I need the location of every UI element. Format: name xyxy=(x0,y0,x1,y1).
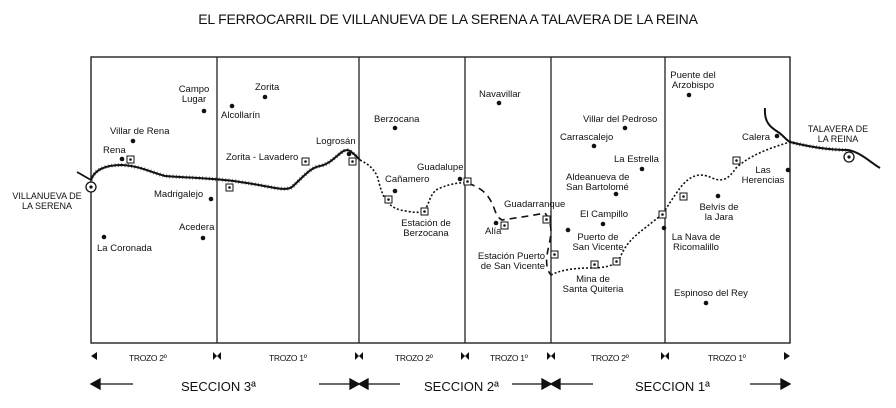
seccion-2-label: SECCION 2ª xyxy=(424,379,499,394)
label-madrigalejo: Madrigalejo xyxy=(154,189,204,200)
label-acedera: Acedera xyxy=(179,222,215,233)
label-villanueva: VILLANUEVA DE LA SERENA xyxy=(12,191,82,211)
label-alia: Alía xyxy=(485,226,502,237)
seccion-3-label: SECCION 3ª xyxy=(181,379,256,394)
label-espinoso-del-rey: Espinoso del Rey xyxy=(674,288,748,299)
label-zorita: Zorita xyxy=(255,82,280,93)
label-zorita-lavadero: Zorita - Lavadero xyxy=(226,152,299,163)
label-rena: Rena xyxy=(103,145,126,156)
label-la-coronada: La Coronada xyxy=(97,243,152,254)
map-frame xyxy=(90,56,791,344)
trozo-label: TROZO 2º xyxy=(591,353,629,363)
trozo-markers xyxy=(91,352,790,360)
seccion-arrows xyxy=(89,377,792,391)
label-canamero: Cañamero xyxy=(385,174,430,185)
label-alcollarin: Alcollarín xyxy=(221,110,261,121)
label-villar-del-pedroso: Villar del Pedroso xyxy=(583,114,658,125)
label-villar-de-rena: Villar de Rena xyxy=(110,126,170,137)
trozo-label: TROZO 1º xyxy=(708,353,746,363)
planned-line xyxy=(359,159,469,214)
trozo-label: TROZO 2º xyxy=(129,353,167,363)
section-dividers xyxy=(216,57,666,343)
terminus-talavera-icon xyxy=(843,151,855,163)
map-title: EL FERROCARRIL DE VILLANUEVA DE LA SEREN… xyxy=(198,11,698,27)
label-talavera: TALAVERA DE LA REINA xyxy=(807,124,869,144)
label-navavillar: Navavillar xyxy=(479,89,521,100)
label-logrosan: Logrosán xyxy=(316,136,356,147)
trozo-label: TROZO 1º xyxy=(269,353,307,363)
alternative-line xyxy=(467,182,552,276)
label-la-estrella: La Estrella xyxy=(614,154,659,165)
town-dots xyxy=(101,92,791,306)
label-carrascalejo: Carrascalejo xyxy=(560,132,614,143)
terminus-villanueva-icon xyxy=(85,181,97,193)
label-berzocana: Berzocana xyxy=(374,114,420,125)
built-line-west xyxy=(76,148,362,191)
trozo-label: TROZO 2º xyxy=(395,353,433,363)
label-guadalupe: Guadalupe xyxy=(417,162,464,173)
label-calera: Calera xyxy=(742,132,770,143)
seccion-1-label: SECCION 1ª xyxy=(635,379,710,394)
label-el-campillo: El Campillo xyxy=(580,209,629,220)
label-guadarranque: Guadarranque xyxy=(504,199,566,210)
station-dots xyxy=(129,158,738,266)
trozo-label: TROZO 1º xyxy=(490,353,528,363)
